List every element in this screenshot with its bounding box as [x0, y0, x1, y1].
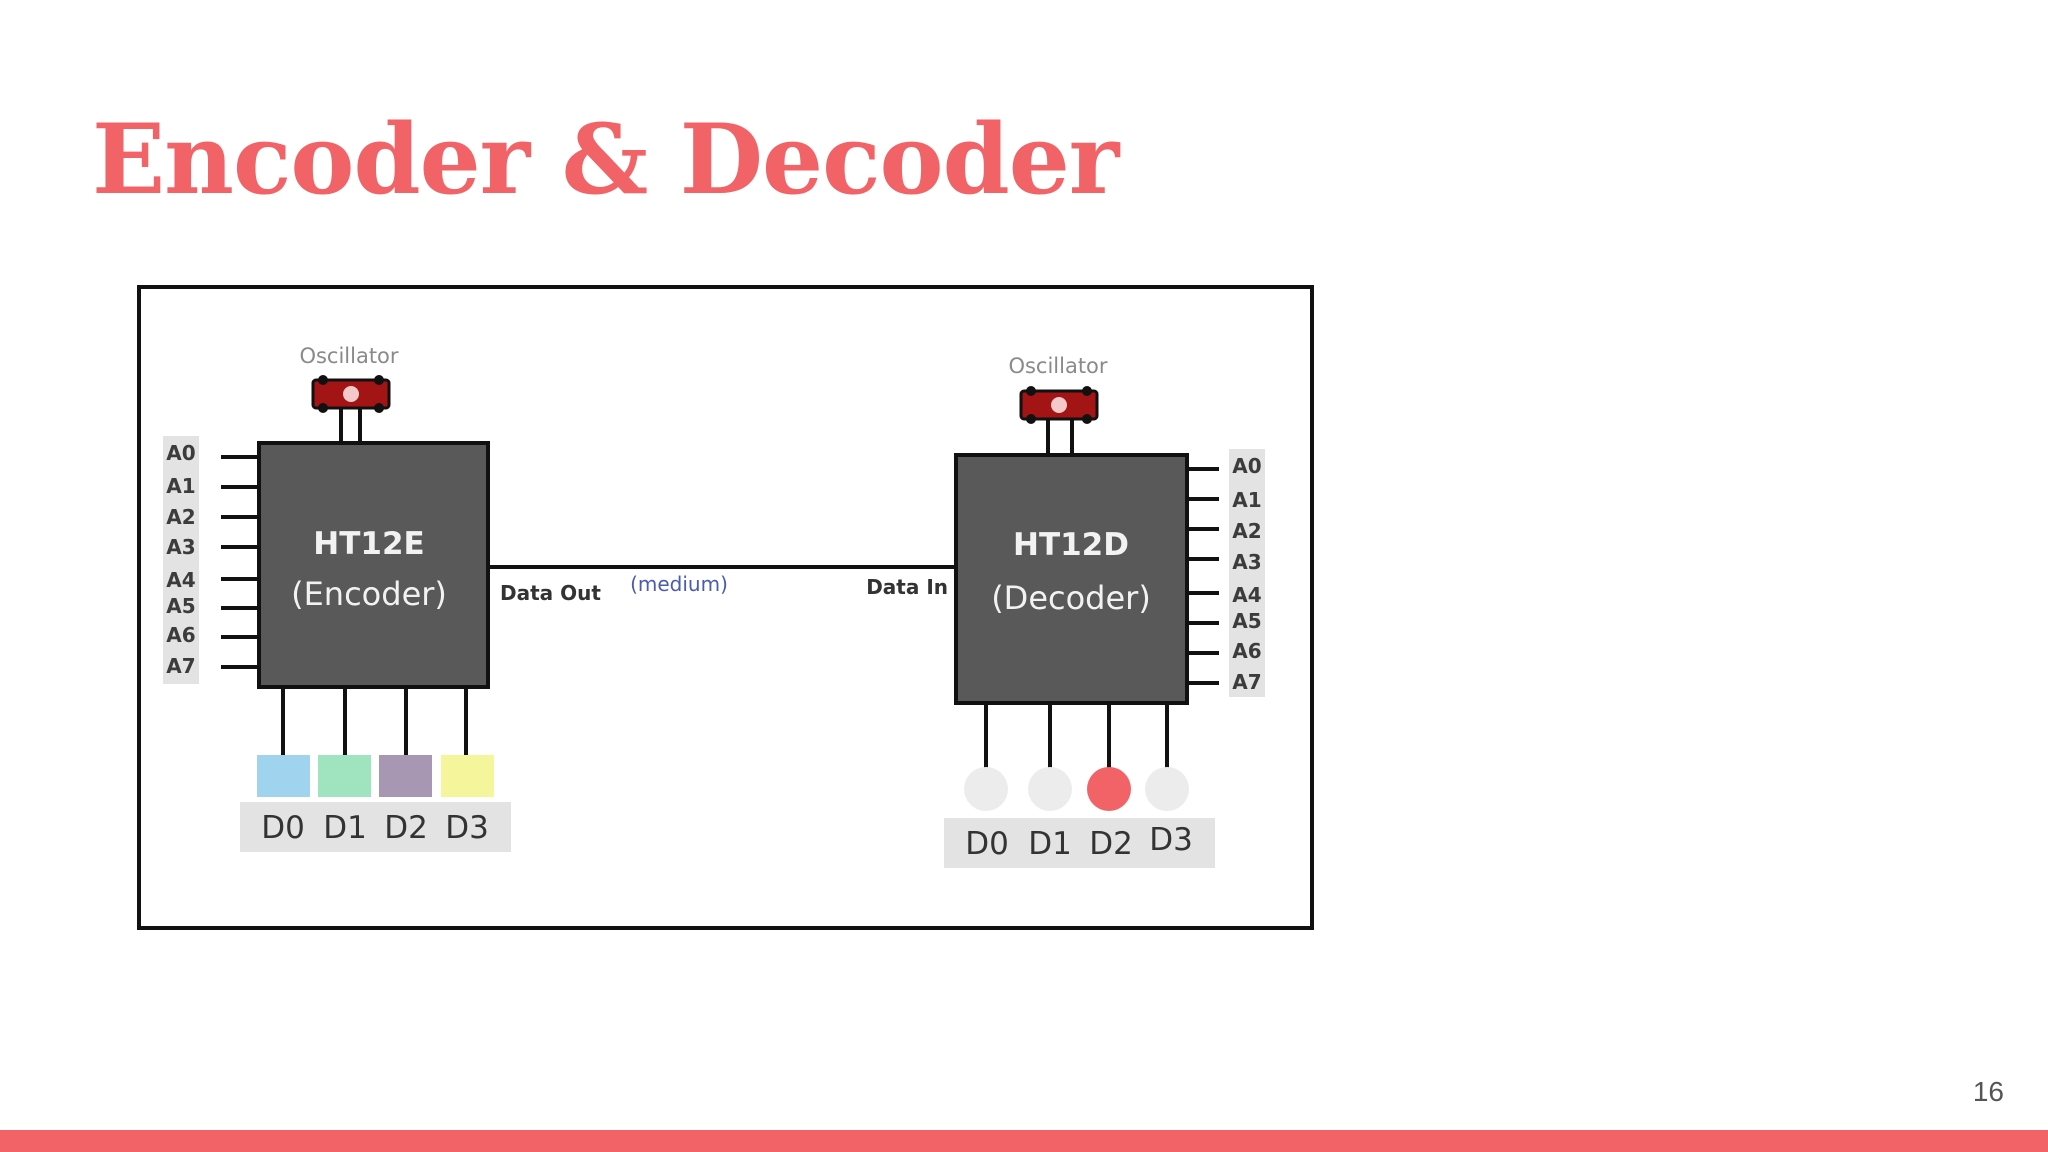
encoder-chip-role: (Encoder)	[291, 575, 447, 613]
encoder-pin-a1: A1	[166, 474, 195, 498]
encoder-address-pin-leads	[221, 455, 259, 669]
encoder-data-switch-d2	[379, 755, 432, 797]
decoder-pin-a0: A0	[1232, 454, 1261, 478]
encoder-data-label-d2: D2	[384, 810, 428, 846]
encoder-pin-a5: A5	[166, 594, 195, 618]
decoder-pin-a6: A6	[1232, 639, 1261, 663]
encoder-pin-a3: A3	[166, 535, 195, 559]
decoder-data-label-d1: D1	[1028, 826, 1072, 862]
slide-title: Encoder & Decoder	[92, 103, 1119, 216]
decoder-oscillator	[1019, 386, 1099, 456]
encoder-data-label-d1: D1	[323, 810, 367, 846]
decoder-output-led-d0	[964, 767, 1008, 811]
encoder-pin-a2: A2	[166, 505, 195, 529]
encoder-chip	[257, 441, 490, 689]
encoder-pin-a7: A7	[166, 654, 195, 678]
footer-accent-bar	[0, 1130, 2048, 1152]
decoder-pin-a4: A4	[1232, 583, 1261, 607]
decoder-data-label-bg	[944, 818, 1215, 868]
decoder-oscillator-label: Oscillator	[1008, 354, 1107, 378]
decoder-pin-a3: A3	[1232, 550, 1261, 574]
decoder-data-pin-leads	[984, 703, 1169, 773]
decoder-chip-name: HT12D	[1013, 527, 1129, 563]
encoder-data-label-bg	[240, 802, 511, 852]
decoder-output-led-d3	[1145, 767, 1189, 811]
decoder-chip-role: (Decoder)	[991, 579, 1151, 617]
data-out-label: Data Out	[500, 581, 601, 605]
decoder-pin-a1: A1	[1232, 488, 1261, 512]
encoder-data-switch-d1	[318, 755, 371, 797]
decoder-chip	[954, 453, 1189, 705]
encoder-address-pin-label-bg	[163, 436, 199, 684]
decoder-output-led-d2	[1087, 767, 1131, 811]
data-in-label: Data In	[866, 575, 948, 599]
encoder-pin-a4: A4	[166, 568, 195, 592]
encoder-data-label-d0: D0	[261, 810, 305, 846]
decoder-data-label-d0: D0	[965, 826, 1009, 862]
medium-label: (medium)	[630, 572, 728, 596]
decoder-address-pin-label-bg	[1229, 449, 1265, 697]
decoder-address-pin-leads	[1187, 467, 1219, 685]
decoder-pin-a7: A7	[1232, 670, 1261, 694]
encoder-oscillator	[311, 375, 391, 444]
encoder-data-label-d3: D3	[445, 810, 489, 846]
decoder-data-label-d2: D2	[1089, 826, 1133, 862]
decoder-pin-a2: A2	[1232, 519, 1261, 543]
page-number: 16	[1972, 1076, 2004, 1107]
decoder-output-led-d1	[1028, 767, 1072, 811]
encoder-oscillator-label: Oscillator	[299, 344, 398, 368]
encoder-data-pin-leads	[281, 687, 468, 755]
encoder-pin-a0: A0	[166, 441, 195, 465]
encoder-chip-name: HT12E	[313, 526, 424, 562]
encoder-data-switch-d0	[257, 755, 310, 797]
encoder-pin-a6: A6	[166, 623, 195, 647]
encoder-decoder-diagram: Oscillator A0 A1 A2 A3 A4 A5 A6 A7	[137, 285, 1314, 930]
decoder-data-label-d3: D3	[1149, 822, 1193, 858]
decoder-pin-a5: A5	[1232, 609, 1261, 633]
encoder-data-switch-d3	[441, 755, 494, 797]
